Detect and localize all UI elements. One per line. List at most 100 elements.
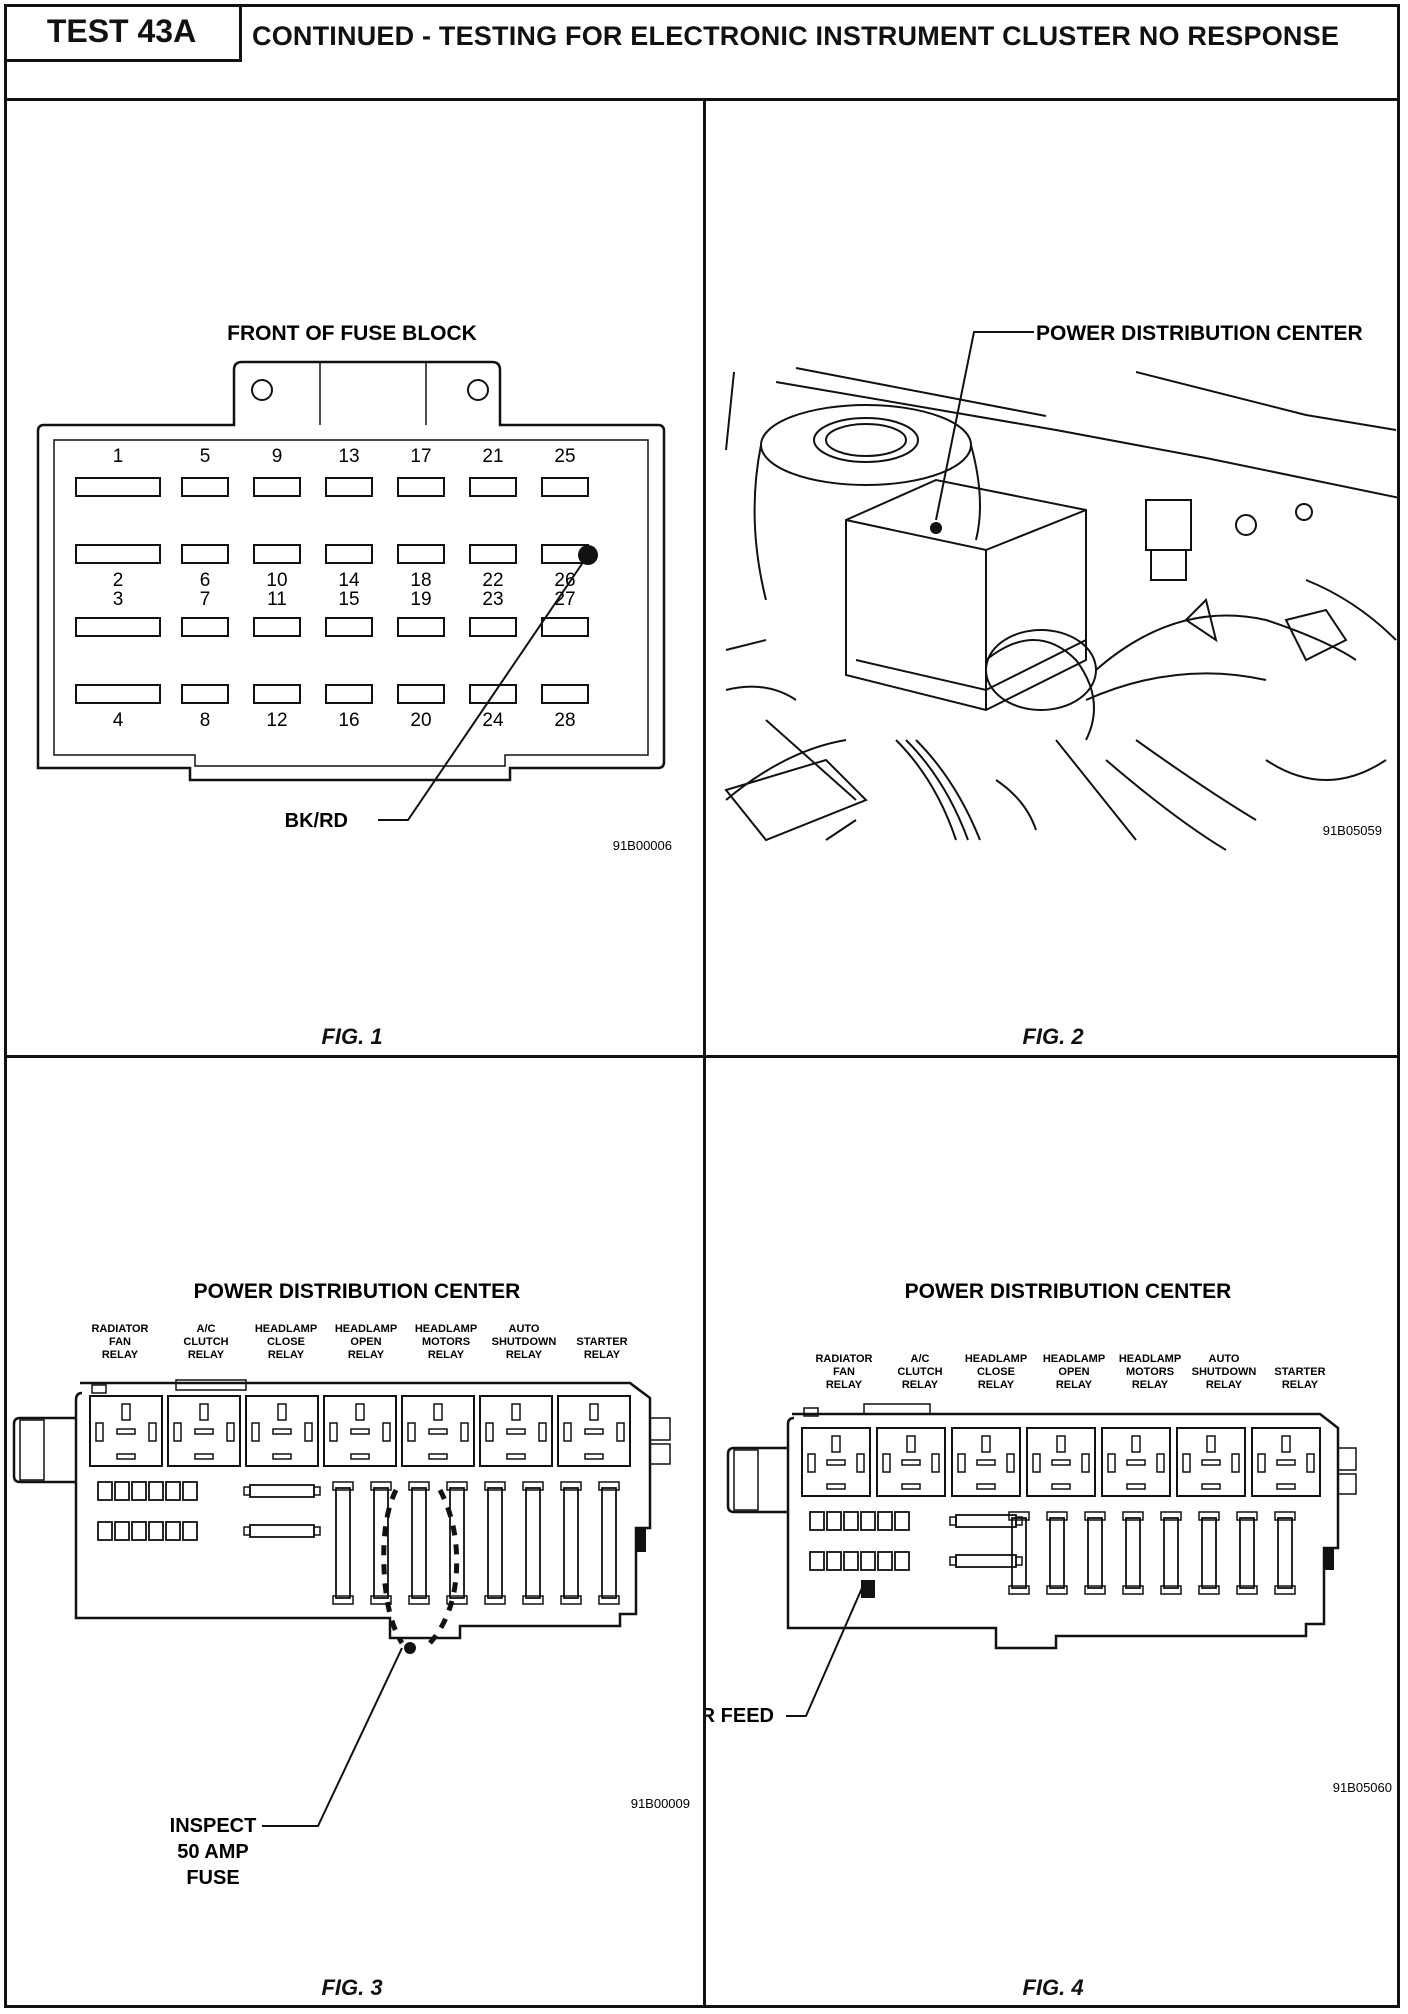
fuse-slot	[75, 617, 161, 637]
fuse-slot	[397, 477, 445, 497]
fig1-part-number: 91B00006	[613, 838, 672, 853]
fuse-slot	[541, 477, 589, 497]
fuse-slot	[325, 477, 373, 497]
fuse-number: 2	[113, 570, 124, 591]
fuse-slot	[469, 684, 517, 704]
relay-socket	[1101, 1427, 1171, 1497]
relay-socket	[876, 1427, 946, 1497]
relay-label: OPEN	[350, 1336, 381, 1348]
fuse-number: 4	[113, 710, 124, 731]
fuse-slot	[181, 617, 229, 637]
relay-label: AUTO	[509, 1323, 540, 1335]
relay-label: RADIATOR	[91, 1323, 148, 1335]
fuse-number: 21	[482, 446, 503, 467]
mini-fuse	[165, 1481, 181, 1501]
relay-label: SHUTDOWN	[1192, 1366, 1257, 1378]
mini-fuse	[877, 1551, 893, 1571]
fig3-callout-line3: FUSE	[186, 1867, 239, 1889]
maxi-fuse	[1049, 1517, 1065, 1589]
relay-label: MOTORS	[422, 1336, 470, 1348]
fuse-number: 13	[338, 446, 359, 467]
relay-socket	[1176, 1427, 1246, 1497]
fuse-slot	[253, 544, 301, 564]
fuse-number: 17	[410, 446, 431, 467]
relay-label: RELAY	[584, 1349, 621, 1361]
fuse-slot	[253, 684, 301, 704]
maxi-fuse	[1125, 1517, 1141, 1589]
fig2-label: POWER DISTRIBUTION CENTER	[1036, 322, 1363, 345]
mounting-hole	[467, 379, 489, 401]
fuse-slot	[397, 684, 445, 704]
fuse-slot	[75, 544, 161, 564]
mini-fuse	[843, 1551, 859, 1571]
mini-fuse	[809, 1511, 825, 1531]
relay-label: HEADLAMP	[335, 1323, 397, 1335]
fuse-block-inner-outline	[53, 439, 649, 767]
fig2-engine-bay-illustration: POWER DISTRIBUTION CENTER	[724, 322, 1400, 851]
fuse-number: 1	[113, 446, 124, 467]
header-divider	[4, 98, 1400, 101]
inspect-fuse-highlight	[381, 1488, 460, 1645]
maxi-fuse	[1239, 1517, 1255, 1589]
fig1-title: FRONT OF FUSE BLOCK	[227, 322, 477, 345]
relay-label: RELAY	[102, 1349, 139, 1361]
power-feed-terminal	[861, 1580, 875, 1598]
relay-label: CLUTCH	[183, 1336, 228, 1348]
fuse-number: 7	[200, 589, 211, 610]
fuse-slot	[469, 544, 517, 564]
relay-label: A/C	[911, 1353, 930, 1365]
fuse-slot	[325, 684, 373, 704]
pdc-side-bracket	[12, 1416, 76, 1484]
relay-label: SHUTDOWN	[492, 1336, 557, 1348]
fuse-slot	[253, 477, 301, 497]
fig1-wire-label: BK/RD	[285, 810, 348, 832]
relay-label: STARTER	[1274, 1366, 1325, 1378]
relay-label: RELAY	[268, 1349, 305, 1361]
fuse-number: 14	[338, 570, 360, 591]
fuse-number: 28	[554, 710, 575, 731]
mini-fuse	[114, 1481, 130, 1501]
maxi-fuse	[1201, 1517, 1217, 1589]
relay-label: HEADLAMP	[965, 1353, 1027, 1365]
maxi-fuse	[1163, 1517, 1179, 1589]
mini-fuse	[826, 1511, 842, 1531]
fig3-part-number: 91B00009	[631, 1796, 690, 1811]
relay-socket	[479, 1395, 553, 1467]
relay-label: FAN	[833, 1366, 855, 1378]
mini-fuse	[894, 1551, 910, 1571]
fig3-callout-line2: 50 AMP	[177, 1841, 249, 1863]
relay-label: CLOSE	[267, 1336, 305, 1348]
relay-socket	[1251, 1427, 1321, 1497]
mini-fuse	[894, 1511, 910, 1531]
mini-fuse	[131, 1521, 147, 1541]
relay-label: FAN	[109, 1336, 131, 1348]
fig3-title: POWER DISTRIBUTION CENTER	[194, 1280, 521, 1303]
fig1-caption: FIG. 1	[321, 1024, 383, 1049]
relay-label: RELAY	[1206, 1379, 1243, 1391]
relay-socket	[1026, 1427, 1096, 1497]
relay-socket	[951, 1427, 1021, 1497]
cartridge-fuse	[249, 1524, 315, 1538]
mini-fuse	[843, 1511, 859, 1531]
fuse-number: 20	[410, 710, 431, 731]
mini-fuse	[97, 1521, 113, 1541]
fig4-caption: FIG. 4	[1022, 1975, 1084, 2000]
fuse-number: 12	[266, 710, 287, 731]
maxi-fuse	[563, 1487, 579, 1599]
relay-socket	[167, 1395, 241, 1467]
fig3-pdc-diagram: POWER DISTRIBUTION CENTER RADIATORFANREL…	[12, 1280, 690, 1889]
cartridge-fuse	[955, 1554, 1017, 1568]
mini-fuse	[165, 1521, 181, 1541]
fuse-number: 19	[410, 589, 431, 610]
fuse-number: 24	[482, 710, 504, 731]
fuse-slot	[325, 617, 373, 637]
cartridge-fuse	[249, 1484, 315, 1498]
fuse-slot	[181, 684, 229, 704]
fig2-part-number: 91B05059	[1323, 823, 1382, 838]
maxi-fuse	[1011, 1517, 1027, 1589]
fuse-number: 10	[266, 570, 287, 591]
fig3-leader-line	[310, 1647, 403, 1827]
fuse-slot	[397, 544, 445, 564]
fuse-slot	[75, 684, 161, 704]
fuse-slot	[75, 477, 161, 497]
